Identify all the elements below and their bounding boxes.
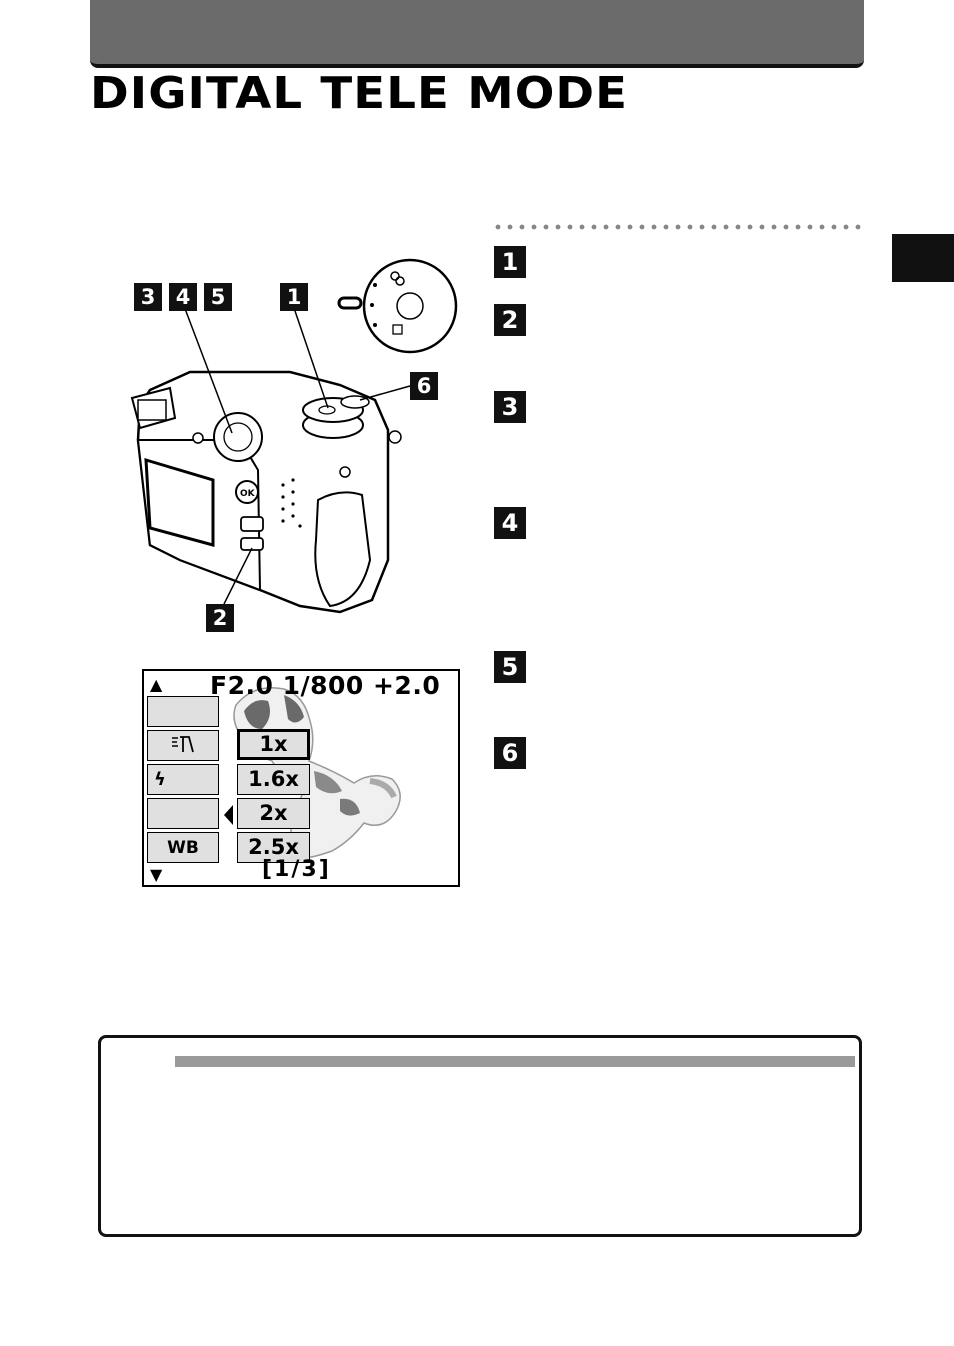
note-header-bar — [175, 1056, 855, 1067]
scroll-up-arrow[interactable]: ▲ — [150, 675, 163, 694]
page-indicator: [1/3] — [262, 857, 331, 882]
callout-5: 5 — [204, 283, 232, 311]
menu-item-metering[interactable] — [147, 730, 219, 761]
zoom-option-1x[interactable]: 1x — [237, 729, 310, 760]
menu-item-white-balance[interactable]: WB — [147, 832, 219, 863]
chapter-tab — [892, 234, 954, 282]
zoom-option-1.6x[interactable]: 1.6x — [237, 764, 310, 795]
callout-2: 2 — [206, 604, 234, 632]
dotted-divider — [492, 224, 864, 230]
scroll-down-arrow[interactable]: ▼ — [150, 865, 163, 884]
flash-icon: ϟ — [154, 769, 166, 790]
step-2-badge: 2 — [494, 304, 526, 336]
step-5-badge: 5 — [494, 651, 526, 683]
menu-item-blank-2[interactable] — [147, 798, 219, 829]
metering-icon — [170, 734, 196, 758]
menu-item-flash[interactable]: ϟ — [147, 764, 219, 795]
step-1-badge: 1 — [494, 246, 526, 278]
page-title: DIGITAL TELE MODE — [90, 68, 629, 119]
camera-illustration: OK — [130, 258, 458, 614]
callout-4: 4 — [169, 283, 197, 311]
callout-3: 3 — [134, 283, 162, 311]
menu-item-blank[interactable] — [147, 696, 219, 727]
exposure-readout: F2.0 1/800 +2.0 — [210, 671, 441, 700]
callout-6: 6 — [410, 372, 438, 400]
step-3-badge: 3 — [494, 391, 526, 423]
header-bar — [90, 0, 864, 68]
zoom-option-2x[interactable]: 2x — [237, 798, 310, 829]
selection-pointer-icon — [224, 805, 233, 825]
note-box — [98, 1035, 862, 1237]
lcd-screen: F2.0 1/800 +2.0 ▲ ▼ ϟ WB 1x 1.6x 2x 2.5x… — [142, 669, 460, 887]
step-6-badge: 6 — [494, 737, 526, 769]
callout-1: 1 — [280, 283, 308, 311]
zoom-option-2.5x[interactable]: 2.5x — [237, 832, 310, 863]
svg-text:OK: OK — [240, 489, 256, 499]
step-4-badge: 4 — [494, 507, 526, 539]
